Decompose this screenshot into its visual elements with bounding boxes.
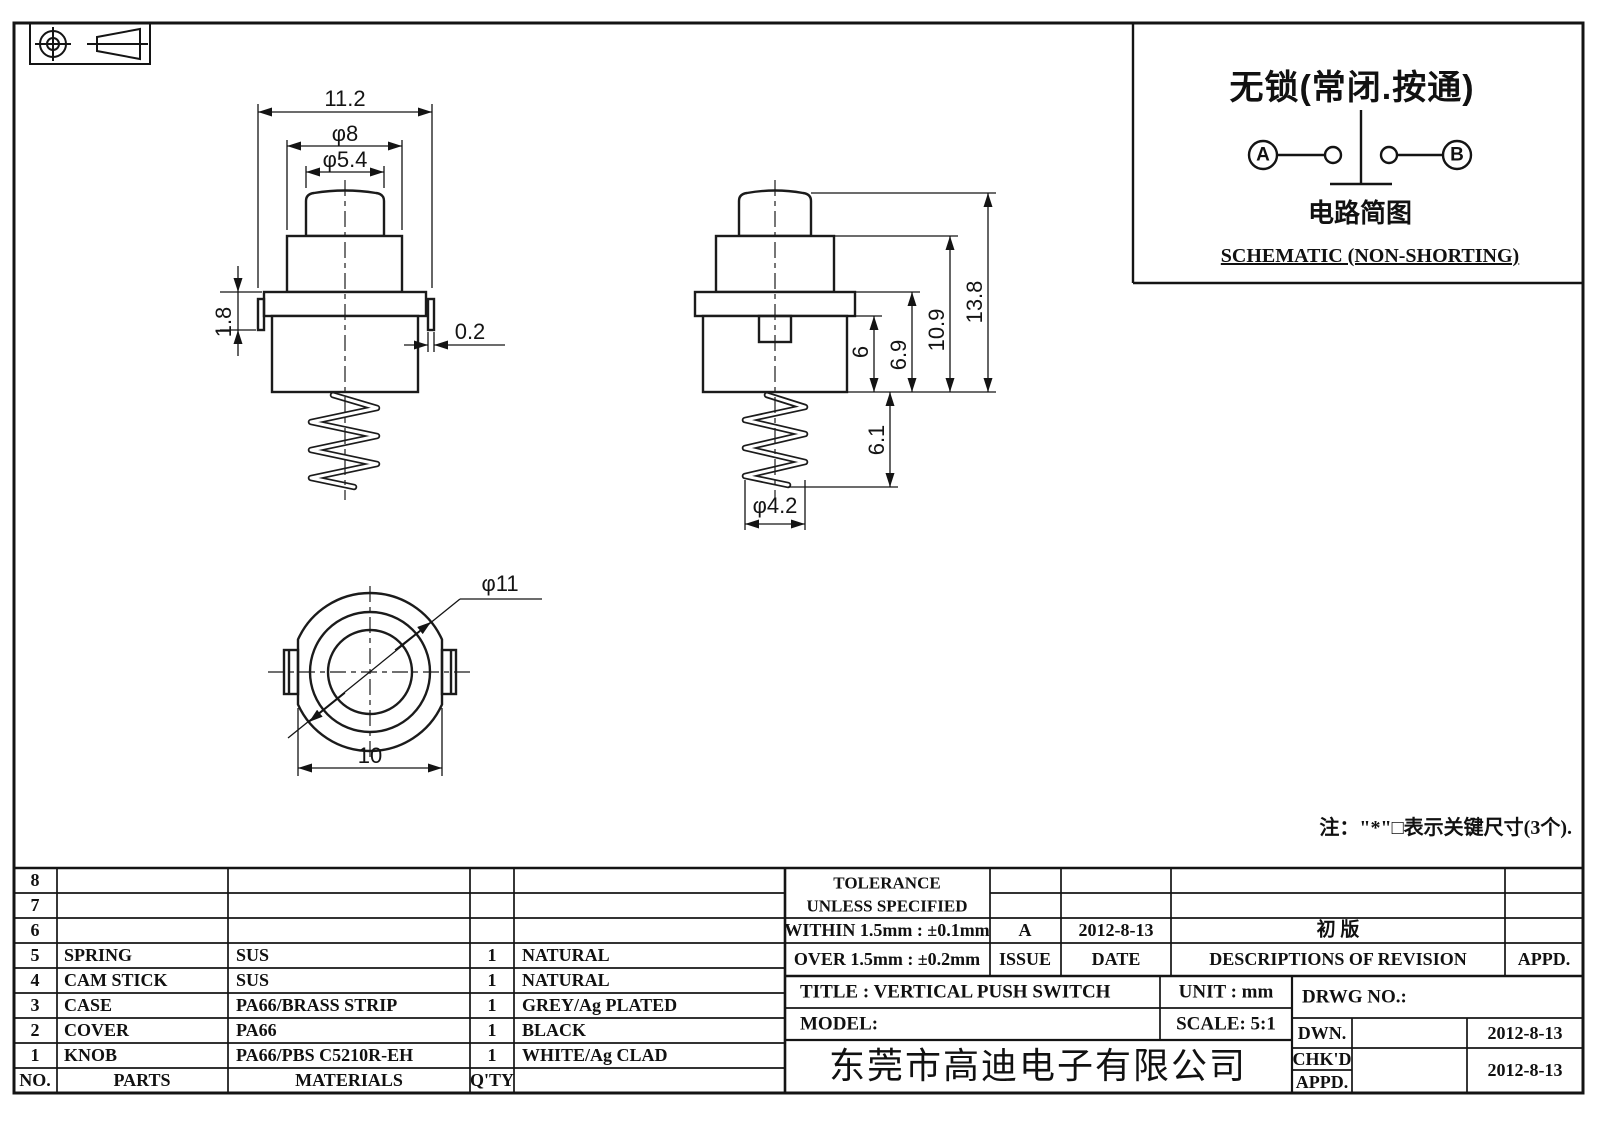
tolerance-over: OVER 1.5mm : ±0.2mm xyxy=(793,949,981,969)
part-no: 3 xyxy=(30,995,40,1015)
dim-total-height: 13.8 xyxy=(962,280,987,324)
top-view xyxy=(268,586,542,776)
schematic-title: 无锁(常闭.按通) xyxy=(1229,69,1475,107)
dwn-date: 2012-8-13 xyxy=(1487,1023,1563,1043)
part-name: COVER xyxy=(64,1020,130,1040)
part-qty: 1 xyxy=(487,1045,497,1065)
dim-cap-dia: φ5.4 xyxy=(322,147,368,172)
dim-body-height: 10.9 xyxy=(924,308,949,352)
side-view xyxy=(693,180,996,530)
part-no: 6 xyxy=(30,920,40,940)
part-no: 5 xyxy=(30,945,40,965)
part-material: SUS xyxy=(236,945,270,965)
dim-case-height: 6 xyxy=(848,345,873,359)
dim-cover-height: 6.9 xyxy=(886,339,911,371)
part-name: SPRING xyxy=(64,945,133,965)
revision-issue-value: A xyxy=(1018,920,1032,940)
terminal-b-label: B xyxy=(1450,144,1464,166)
part-color: NATURAL xyxy=(522,970,610,990)
dim-spring-length: 6.1 xyxy=(864,424,889,456)
col-header-qty: Q'TY xyxy=(469,1070,515,1090)
tolerance-title-line1: TOLERANCE xyxy=(833,873,941,893)
part-qty: 1 xyxy=(487,945,497,965)
part-qty: 1 xyxy=(487,995,497,1015)
revision-date-value: 2012-8-13 xyxy=(1078,920,1154,940)
schematic-caption-cn: 电路简图 xyxy=(1307,198,1413,228)
part-name: KNOB xyxy=(64,1045,118,1065)
part-no: 1 xyxy=(30,1045,40,1065)
revision-issue-header: ISSUE xyxy=(998,949,1052,969)
model-field: MODEL: xyxy=(800,1013,879,1035)
terminal-a-label: A xyxy=(1256,144,1270,166)
revision-description-header: DESCRIPTIONS OF REVISION xyxy=(1209,949,1467,969)
key-dimension-note: 注："*"□表示关键尺寸(3个). xyxy=(1319,817,1572,839)
revision-appd-header: APPD. xyxy=(1517,949,1571,969)
part-no: 7 xyxy=(30,895,40,915)
col-header-no: NO. xyxy=(19,1070,51,1090)
dim-flange-height: 1.8 xyxy=(211,306,236,338)
part-qty: 1 xyxy=(487,1020,497,1040)
tolerance-within: WITHIN 1.5mm : ±0.1mm xyxy=(784,920,990,940)
revision-date-header: DATE xyxy=(1091,949,1141,969)
appd-label: APPD. xyxy=(1295,1072,1349,1092)
circuit-schematic-icon xyxy=(1247,110,1473,186)
drwg-no-field: DRWG NO.: xyxy=(1302,986,1407,1008)
part-no: 8 xyxy=(30,870,40,890)
company-name: 东莞市高迪电子有限公司 xyxy=(828,1045,1248,1086)
scale-field: SCALE: 5:1 xyxy=(1176,1013,1276,1035)
front-view xyxy=(220,104,505,500)
chkd-label: CHK'D xyxy=(1292,1049,1352,1069)
part-name: CAM STICK xyxy=(64,970,168,990)
schematic-caption-en: SCHEMATIC (NON-SHORTING) xyxy=(1220,245,1520,267)
col-header-materials: MATERIALS xyxy=(295,1070,403,1090)
table-grid xyxy=(14,866,1583,1093)
part-color: BLACK xyxy=(522,1020,587,1040)
part-no: 4 xyxy=(30,970,40,990)
dwn-label: DWN. xyxy=(1297,1023,1347,1043)
schematic-box-border xyxy=(1131,23,1583,285)
part-material: PA66/PBS C5210R-EH xyxy=(236,1045,414,1065)
part-color: GREY/Ag PLATED xyxy=(522,995,678,1015)
dim-tab-thickness: 0.2 xyxy=(454,319,486,344)
part-no: 2 xyxy=(30,1020,40,1040)
part-material: PA66 xyxy=(236,1020,277,1040)
part-material: SUS xyxy=(236,970,270,990)
revision-description-value: 初 版 xyxy=(1316,919,1360,941)
part-name: CASE xyxy=(64,995,113,1015)
sheet-border xyxy=(12,21,1585,1095)
chkd-date: 2012-8-13 xyxy=(1487,1060,1563,1080)
dim-overall-width: 11.2 xyxy=(324,86,366,111)
unit-field: UNIT : mm xyxy=(1178,981,1274,1003)
part-material: PA66/BRASS STRIP xyxy=(236,995,398,1015)
dim-outer-dia: φ11 xyxy=(481,571,519,596)
projection-symbol-icon xyxy=(29,22,151,65)
tolerance-title-line2: UNLESS SPECIFIED xyxy=(806,896,968,916)
part-color: WHITE/Ag CLAD xyxy=(522,1045,668,1065)
part-color: NATURAL xyxy=(522,945,610,965)
col-header-parts: PARTS xyxy=(113,1070,171,1090)
dim-knob-dia: φ8 xyxy=(331,121,359,146)
title-field: TITLE : VERTICAL PUSH SWITCH xyxy=(800,981,1111,1003)
part-qty: 1 xyxy=(487,970,497,990)
dim-spring-dia: φ4.2 xyxy=(752,493,798,518)
dim-across-flats: 10 xyxy=(357,743,383,768)
